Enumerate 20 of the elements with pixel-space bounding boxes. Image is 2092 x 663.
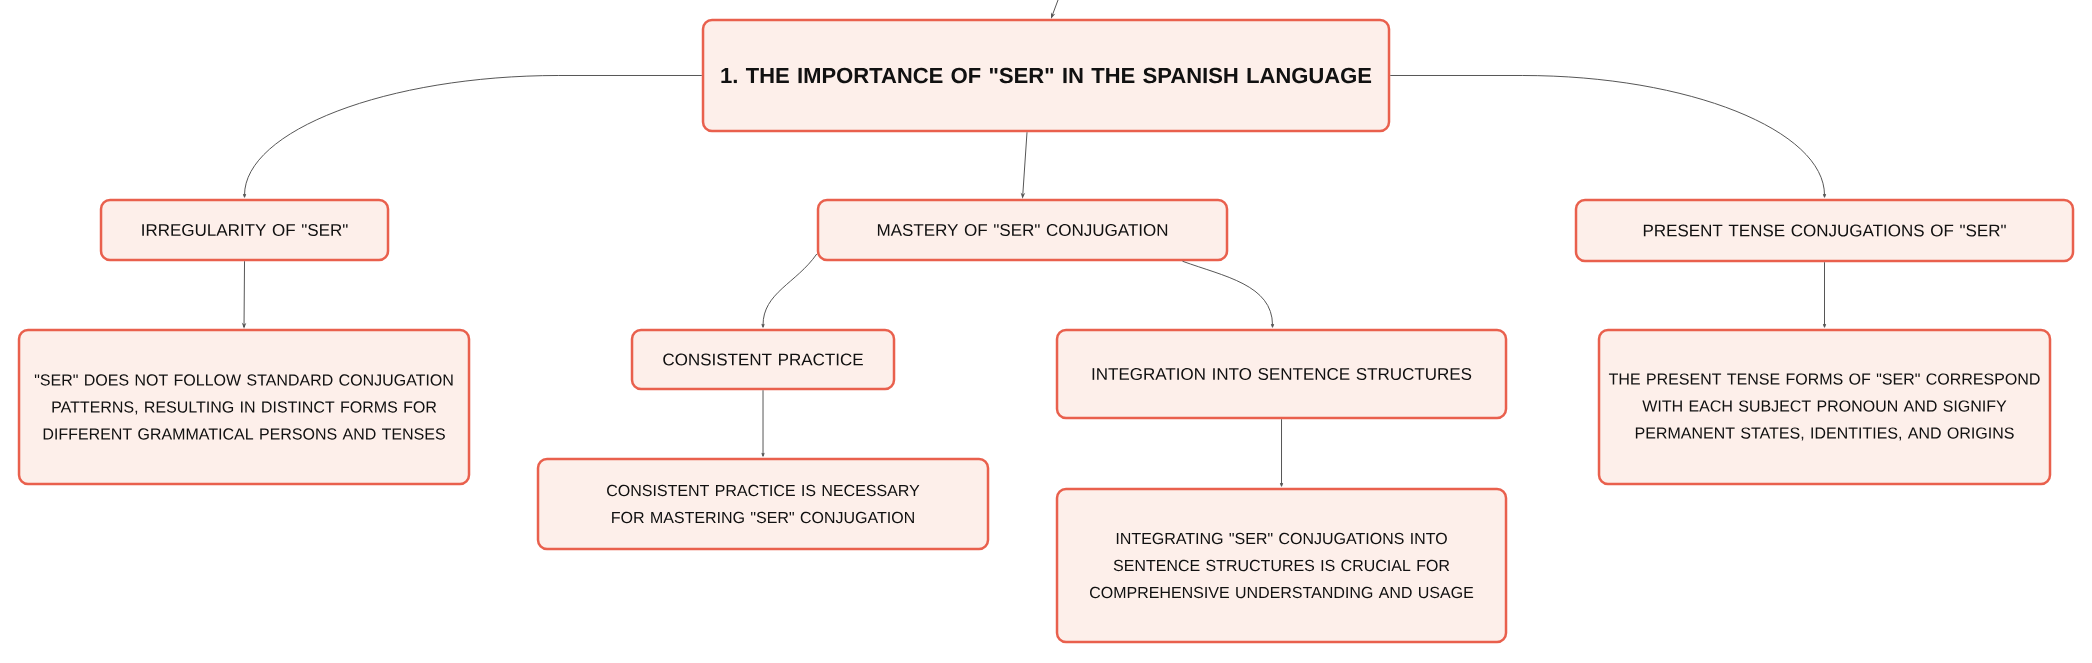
arrow <box>1021 131 1028 198</box>
topic-box: PRESENT TENSE CONJUGATIONS OF "SER" <box>1574 198 2075 263</box>
arrow <box>1822 261 1827 328</box>
topic-box: MASTERY OF "SER" CONJUGATION <box>816 198 1229 262</box>
title-box: 1. THE IMPORTANCE OF "SER" IN THE SPANISH LANGUAGE <box>701 18 1391 133</box>
topic-box: CONSISTENT PRACTICE <box>630 328 896 391</box>
detail-box: CONSISTENT PRACTICE IS NECESSARY FOR MASTERING "SER" CONJUGATION <box>536 457 990 551</box>
arrow <box>1182 260 1275 328</box>
arrow <box>1051 0 1059 18</box>
topic-box: INTEGRATION INTO SENTENCE STRUCTURES <box>1055 328 1508 420</box>
arrow <box>1279 418 1284 487</box>
arrow <box>761 253 818 328</box>
arrow <box>761 389 765 457</box>
detail-box: INTEGRATING "SER" CONJUGATIONS INTO SENTENCE STRUCTURES IS CRUCIAL FOR COMPREHENSIVE UNDERSTANDING AND USAGE <box>1055 487 1508 644</box>
arrow <box>242 260 246 328</box>
arrow <box>1389 75 1827 198</box>
arrow <box>242 75 703 198</box>
detail-box: THE PRESENT TENSE FORMS OF "SER" CORRESPOND WITH EACH SUBJECT PRONOUN AND SIGNIFY PERMANENT STATES, IDENTITIES, AND ORIGINS <box>1597 328 2052 486</box>
topic-box: IRREGULARITY OF "SER" <box>99 198 390 262</box>
detail-box: "SER" DOES NOT FOLLOW STANDARD CONJUGATION PATTERNS, RESULTING IN DISTINCT FORMS FOR DIFFERENT GRAMMATICAL PERSONS AND TENSES <box>17 328 471 486</box>
